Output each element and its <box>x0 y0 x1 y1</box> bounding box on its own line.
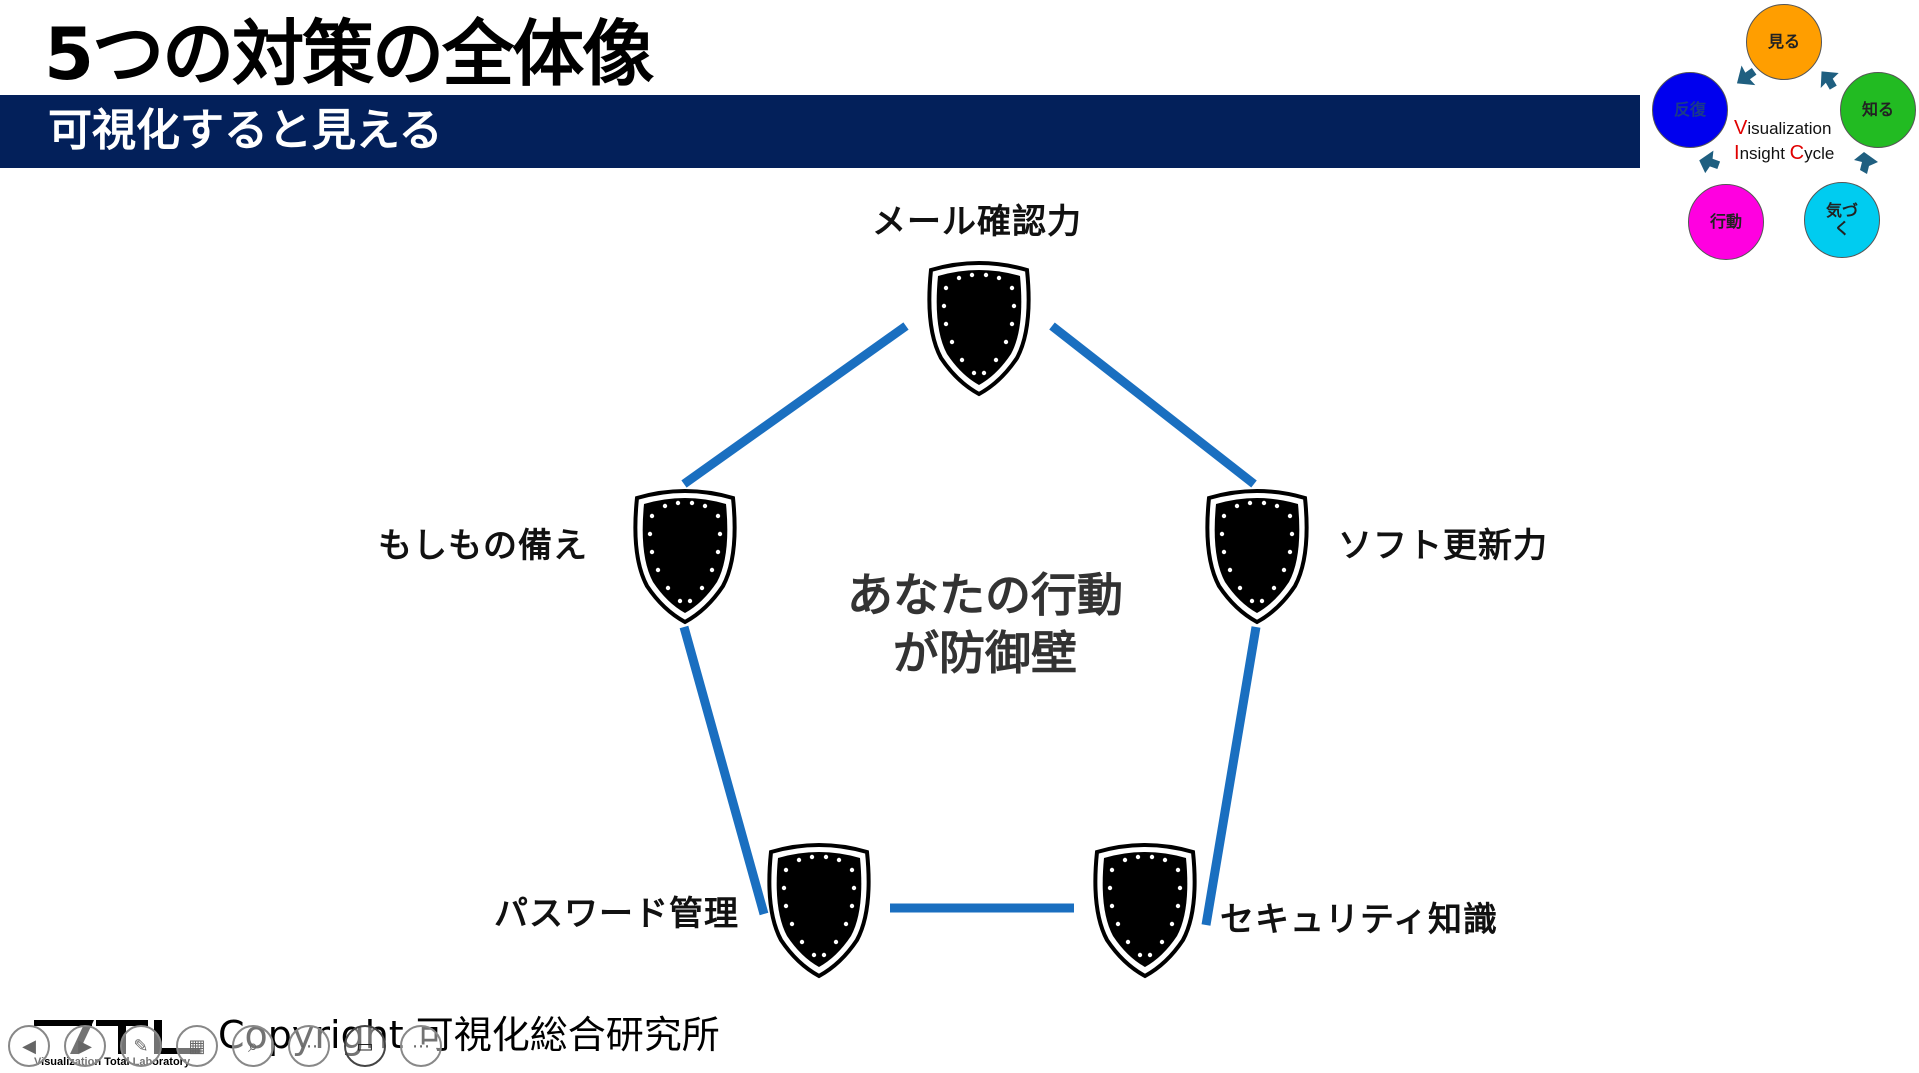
camera-icon[interactable]: ▭ <box>344 1025 386 1067</box>
cycle-node-act: 行動 <box>1688 184 1764 260</box>
node-label-top: メール確認力 <box>872 202 1082 242</box>
zoom-icon[interactable]: ⌕ <box>232 1025 274 1067</box>
arrow-icon-see-know <box>1820 71 1839 90</box>
shield-icon-left <box>633 489 737 624</box>
cycle-node-repeat: 反復 <box>1652 72 1728 148</box>
options-icon[interactable]: ⋯ <box>400 1025 442 1067</box>
cycle-node-know: 知る <box>1840 72 1916 148</box>
cycle-node-see: 見る <box>1746 4 1822 80</box>
shield-icon-top <box>927 261 1031 396</box>
edge-bottomleft-left <box>679 625 769 916</box>
shield-icon-bottom-left <box>767 843 871 978</box>
node-label-bottom-right: セキュリティ知識 <box>1220 900 1498 940</box>
slides-icon[interactable]: ▦ <box>176 1025 218 1067</box>
cycle-caption: Visualization Insight Cycle <box>1734 117 1835 164</box>
pen-icon[interactable]: ✎ <box>120 1025 162 1067</box>
shield-icon-bottom-right <box>1093 843 1197 978</box>
center-message-line2: が防御壁 <box>893 626 1077 680</box>
arrow-icon-act-repeat <box>1699 150 1721 174</box>
subtitle-banner: 可視化すると見える <box>0 95 1640 168</box>
center-message: あなたの行動 が防御壁 <box>760 566 1210 682</box>
node-label-bottom-left: パスワード管理 <box>494 894 739 934</box>
cycle-node-notice: 気づ く <box>1804 182 1880 258</box>
arrow-icon-repeat-see <box>1736 65 1757 86</box>
node-label-right: ソフト更新力 <box>1338 526 1548 566</box>
center-message-line1: あなたの行動 <box>847 568 1123 622</box>
insight-cycle: 見る 知る 気づ く 行動 反復 Visualization Insight C… <box>1640 0 1919 270</box>
next-icon[interactable]: ▶ <box>64 1025 106 1067</box>
arrow-icon-know-notice <box>1854 152 1878 174</box>
logo-subtext: Visualization Total Laboratory <box>34 1056 191 1068</box>
node-label-left: もしもの備え <box>378 526 588 566</box>
edge-top-right <box>1049 322 1257 488</box>
prev-icon[interactable]: ◀ <box>8 1025 50 1067</box>
edge-left-top <box>681 322 909 488</box>
shield-icon-right <box>1205 489 1309 624</box>
more-icon[interactable]: ⋯ <box>288 1025 330 1067</box>
slide-subtitle: 可視化すると見える <box>48 105 443 156</box>
slide-title: 5つの対策の全体像 <box>44 12 654 96</box>
edge-right-bottomright <box>1201 626 1261 926</box>
